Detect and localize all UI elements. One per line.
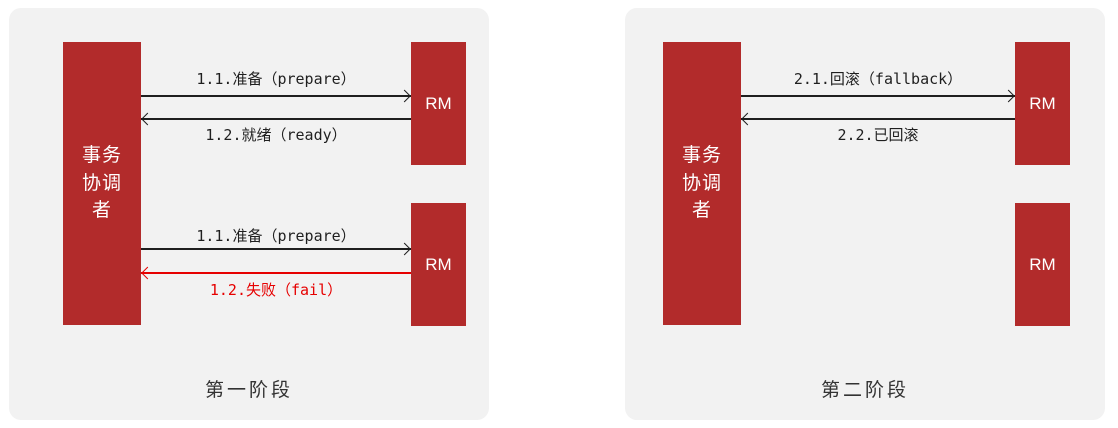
arrowhead-icon xyxy=(141,112,154,126)
rm-bottom-box: RM xyxy=(411,203,466,326)
message-label-prepare: 1.1.准备（prepare） xyxy=(196,227,356,245)
arrow-left-icon xyxy=(741,112,1015,126)
arrowhead-icon xyxy=(141,266,154,280)
rm-top-box: RM xyxy=(1015,42,1070,165)
message-label-fail: 1.2.失败（fail） xyxy=(209,281,343,299)
message-label-fallback: 2.1.回滚（fallback） xyxy=(793,70,963,88)
phase-one-panel: 事务 协调 者 RM RM 1.1.准备（prepare） 1.2.就绪（rea… xyxy=(9,8,489,420)
coordinator-box: 事务 协调 者 xyxy=(663,42,741,325)
phase-caption: 第二阶段 xyxy=(820,380,909,401)
message-label-rolledback: 2.2.已回滚 xyxy=(837,126,919,144)
phase-two-panel: 事务 协调 者 RM RM 2.1.回滚（fallback） 2.2.已回滚 第… xyxy=(625,8,1105,420)
arrowhead-icon xyxy=(398,89,411,103)
message-label-prepare: 1.1.准备（prepare） xyxy=(196,70,356,88)
arrow-right-icon xyxy=(741,89,1015,103)
coordinator-box: 事务 协调 者 xyxy=(63,42,141,325)
arrow-right-icon xyxy=(141,242,411,256)
rm-top-box: RM xyxy=(411,42,466,165)
arrowhead-icon xyxy=(1002,89,1015,103)
arrow-left-fail-icon xyxy=(141,266,411,280)
arrow-left-icon xyxy=(141,112,411,126)
rm-bottom-box: RM xyxy=(1015,203,1070,326)
message-label-ready: 1.2.就绪（ready） xyxy=(205,126,347,144)
arrow-right-icon xyxy=(141,89,411,103)
phase-caption: 第一阶段 xyxy=(204,380,293,401)
arrowhead-icon xyxy=(741,112,754,126)
